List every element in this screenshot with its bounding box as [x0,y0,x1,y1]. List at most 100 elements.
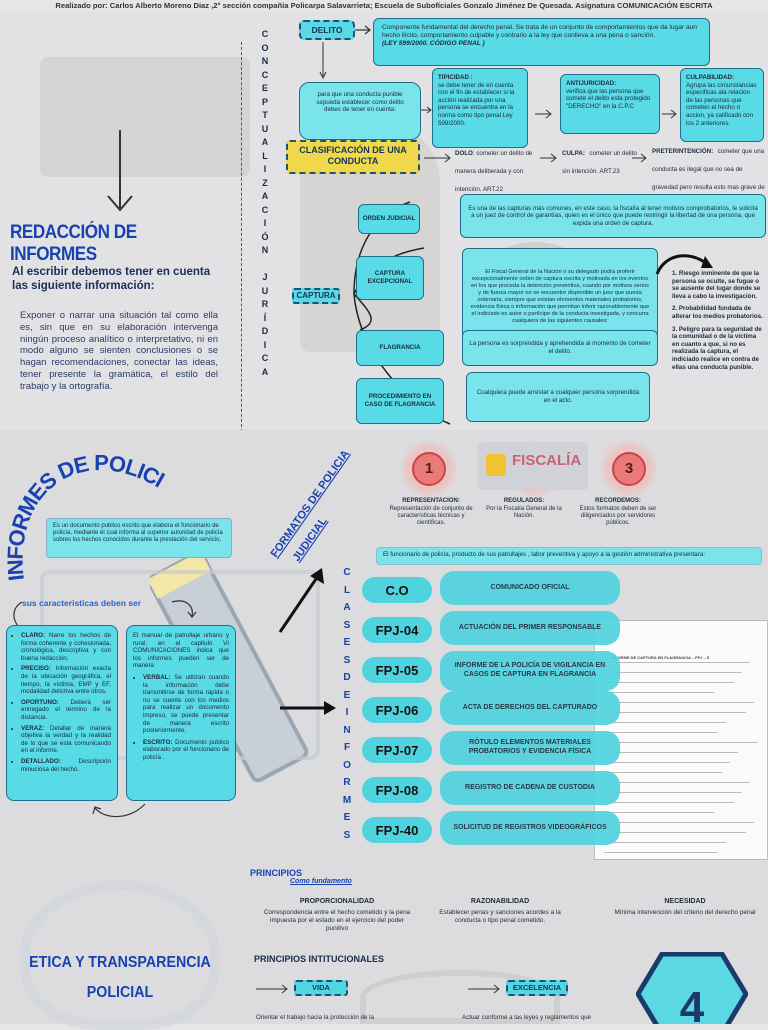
right-arrow-icon [424,153,451,163]
right-arrow-icon [256,984,288,994]
curved-arrow-icon [171,600,197,618]
document-line [604,762,730,763]
principio-desc: Correspondencia entre el hecho cometido … [263,908,411,932]
informes-title: INFORMES DE POLICIA [2,430,169,582]
formato-item-title: REGULADOS: [503,498,545,504]
vertical-letter: I [345,707,349,718]
antijuricidad-box: ANTIJURICIDAD: verifica que las persona … [560,74,660,134]
formato-item-desc: Representación de conjunto de caracterís… [389,505,473,526]
vertical-letter: A [261,137,269,147]
clase-name-pill: REGISTRO DE CADENA DE CUSTODIA [440,771,620,805]
clase-code: FPJ-07 [375,742,419,758]
diagonal-arrow-icon [278,568,324,633]
clase-code-pill: FPJ-40 [362,817,432,843]
vertical-letter: J [262,272,268,282]
captura-type-desc-box: La persona es sorprendida y aprehendida … [462,330,658,366]
number-label: 1 [412,452,446,486]
right-arrow-icon [540,153,557,163]
number-circle: 3 [600,440,658,498]
principios-title: PRINCIPIOS [250,868,303,878]
right-arrow-icon [468,984,500,994]
clase-code-pill: FPJ-06 [362,697,432,723]
document-line [608,712,746,713]
culpabilidad-box: CULPABILIDAD: Agrupa las circunstancias … [680,68,764,142]
right-arrow-icon [662,109,677,119]
captura-type-name: FLAGRANCIA [379,344,421,352]
down-arrow-icon [107,130,133,212]
captura-type-desc: El Fiscal General de la Nación o su dele… [470,269,650,324]
vida-desc: Orientar el trabajo hacia la protección … [256,1014,374,1021]
manual-text: El manual de patrullaje urbano y rural, … [133,632,229,670]
svg-text:4: 4 [680,983,705,1024]
principio-title: NECESIDAD [664,898,706,905]
number-circle: 1 [400,440,458,498]
delito-intro-box: para que una conducta punible sepueda es… [299,82,421,140]
clase-name-pill: COMUNICADO OFICIAL [440,571,620,605]
vertical-letter: Í [263,312,267,323]
redaccion-body: Exponer o narrar una situación tal como … [20,310,218,392]
dolo-item: DOLO: cometer un delito de manera delibe… [455,142,540,196]
vertical-letter: E [261,83,268,93]
caracteristica-item: PRECISO: Información exacta de la ubicac… [21,665,111,695]
caracteristica-item: VERAZ: Detallar de manera objetiva la ve… [21,725,111,755]
delito-label: DELITO [299,20,355,40]
delito-definition-box: Componente fundamental del derecho penal… [373,18,710,66]
vertical-letter: N [261,56,269,66]
document-line [600,812,714,813]
captura-type-desc: Cualquiera puede arrestar a cualquier pe… [476,389,640,404]
formato-item-title: REPRESENTACION: [402,498,460,504]
bottom-section: INFORMES DE POLICIA Es un documento publ… [0,430,768,1030]
vertical-letter: I [263,339,267,350]
fpj5-document-title: INFORME DE CAPTURA EN FLAGRANCIA – FPJ –… [611,655,710,660]
vertical-letter: A [261,191,269,201]
document-line [604,702,754,703]
dolo-title: DOLO [455,150,473,157]
dolo-text: : cometer un delito de manera deliberada… [455,150,533,193]
redaccion-subtitle: Al escribir debemos tener en cuenta las … [12,266,211,292]
captura-type-name: CAPTURA EXCEPCIONAL [367,270,413,285]
captura-type-name: PROCEDIMIENTO EN CASO DE FLAGRANCIA [364,393,436,408]
formatos-intro-box: El funcionario de policía, producto de s… [376,547,762,565]
formato-item: REPRESENTACION:Representación de conjunt… [385,498,477,527]
vertical-letter: M [342,794,352,806]
clase-code-pill: FPJ-04 [362,617,432,643]
clase-name-pill: INFORME DE LA POLICÍA DE VIGILANCIA EN C… [440,651,620,691]
causales-list: 1. Riesgo inminente de que la persona se… [672,270,764,371]
document-line [600,842,726,843]
colombia-shield-icon [486,454,506,476]
vida-label: VIDA [294,980,348,996]
causal-item: 2. Probabilidad fundada de alterar los m… [672,305,763,320]
clase-code: FPJ-05 [375,662,419,678]
document-line [600,782,750,783]
clase-code-pill: FPJ-07 [362,737,432,763]
clase-code: FPJ-06 [375,702,419,718]
number-label: 3 [612,452,646,486]
caracteristica-item: DETALLADO: Descripción minuciosa del hec… [21,758,111,773]
institucionales-title: PRINCIPIOS INTITUCIONALES [254,954,385,964]
vertical-letter: D [261,326,269,336]
clase-code-pill: FPJ-05 [362,657,432,683]
top-section: REDACCIÓN DE INFORMES Al escribir debemo… [0,12,768,432]
document-line [608,802,734,803]
captura-type-label: FLAGRANCIA [356,330,444,366]
culpabilidad-text: Agrupa las circunstancias especificas al… [686,81,757,127]
vertical-letter: S [343,829,351,841]
culpa-item: CULPA: cometer un delito sin intención. … [562,142,642,178]
vertical-letter: S [343,619,351,631]
vertical-letter: L [262,150,268,161]
fiscalia-logo: FISCALÍA [478,442,588,490]
informes-definition: Es un documento publico escrito que elab… [53,523,223,544]
delito-law: (LEY 599/2000. CÓDIGO PENAL ) [382,40,485,47]
clasificacion-label: CLASIFICACIÓN DE UNA CONDUCTA [286,140,420,174]
tipicidad-title: TIPICIDAD : [438,74,473,81]
background-photo [40,57,250,177]
formato-item-desc: Estos formatos deben de ser diligenciado… [579,505,657,526]
principios-subtitle: Como fundamento [290,878,352,885]
dashed-line [241,42,242,432]
verbal-item: VERBAL: Se utilizan cuando la informació… [143,674,229,735]
clase-code-pill: C.O [362,577,432,603]
culpabilidad-title: CULPABILIDAD: [686,74,735,81]
clase-name-pill: ACTA DE DERECHOS DEL CAPTURADO [440,691,620,725]
antijuricidad-text: verifica que las persona que comete el d… [566,87,651,110]
